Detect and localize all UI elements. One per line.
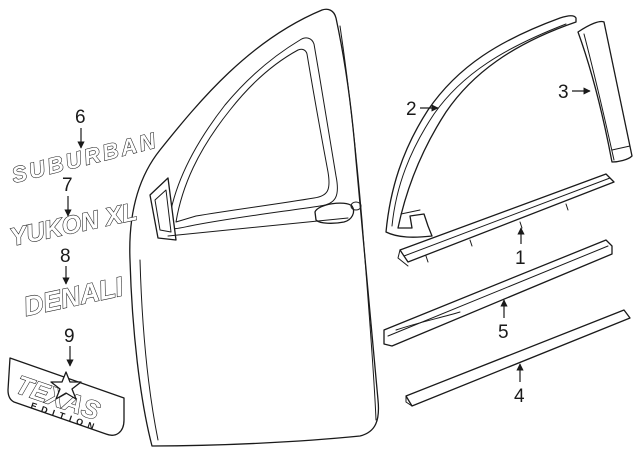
yukon-xl-emblem: YUKON XL: [7, 197, 140, 252]
texas-star-icon: [50, 371, 82, 400]
callout-8: 8: [60, 246, 71, 285]
callout-5-label: 5: [498, 322, 509, 343]
suburban-emblem: SUBURBAN: [9, 127, 162, 189]
part-5-rocker-molding: [383, 239, 613, 347]
part-1-belt-molding: [397, 173, 615, 267]
callout-3: 3: [558, 82, 591, 103]
part-2-frame-molding: [385, 15, 577, 238]
callout-9: 9: [64, 326, 75, 367]
callout-8-label: 8: [60, 246, 71, 267]
callout-2: 2: [406, 99, 439, 120]
denali-emblem-text: DENALI: [21, 272, 126, 322]
callout-3-label: 3: [558, 82, 569, 103]
texas-edition-emblem: TEXAS EDITION: [7, 357, 125, 436]
callout-1-label: 1: [515, 248, 526, 269]
callout-5: 5: [498, 299, 509, 343]
part-3-pillar-applique: [577, 20, 633, 163]
callout-4-label: 4: [514, 386, 525, 407]
callout-1: 1: [515, 227, 526, 269]
front-door-shell: [129, 8, 380, 447]
callout-7-label: 7: [62, 175, 73, 196]
suburban-emblem-text: SUBURBAN: [9, 127, 160, 188]
callout-2-label: 2: [406, 99, 417, 120]
yukon-xl-emblem-text: YUKON XL: [7, 198, 139, 252]
callout-4: 4: [514, 363, 525, 407]
callout-6-label: 6: [75, 107, 86, 128]
part-4-lower-molding: [405, 309, 631, 407]
callout-6: 6: [75, 107, 86, 149]
callout-9-label: 9: [64, 326, 75, 347]
denali-emblem: DENALI: [20, 271, 126, 322]
callout-7: 7: [62, 175, 73, 217]
